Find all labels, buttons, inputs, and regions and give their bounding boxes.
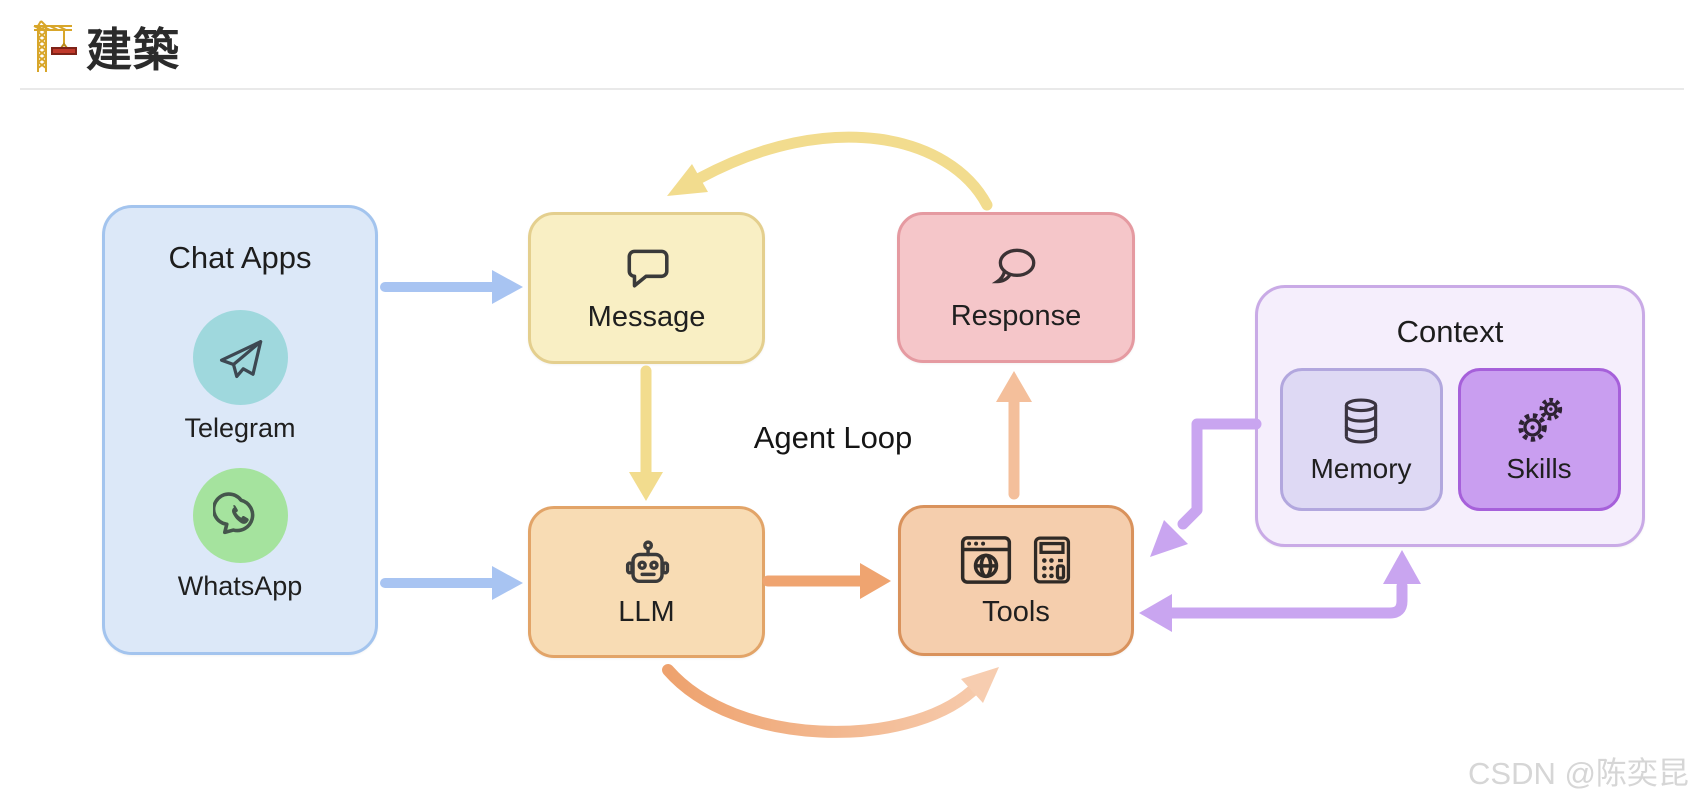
telegram-label: Telegram (184, 413, 296, 443)
skills-label: Skills (1506, 452, 1572, 484)
node-tools: Tools (898, 505, 1134, 656)
whatsapp-icon (213, 491, 255, 534)
tools-icons (957, 532, 1075, 588)
arrow-llm-to-tools (762, 563, 891, 599)
llm-label: LLM (618, 595, 675, 628)
tools-label: Tools (982, 596, 1050, 628)
arrow-chatapps-to-message (380, 270, 523, 304)
node-response: Response (897, 212, 1135, 363)
response-label: Response (950, 300, 1082, 332)
whatsapp-label: WhatsApp (177, 571, 303, 601)
response-bubble-icon (991, 248, 1036, 284)
agent-loop-label: Agent Loop (753, 420, 913, 455)
arrow-tools-context-loop (1139, 550, 1421, 632)
arrow-response-to-message (667, 131, 993, 211)
node-memory: Memory (1279, 368, 1443, 511)
robot-icon (625, 539, 669, 583)
gears-icon (1518, 397, 1563, 442)
node-context: Context Memory (1255, 285, 1645, 547)
arrow-context-to-tools (1150, 418, 1262, 557)
memory-label: Memory (1310, 452, 1412, 484)
message-bubble-icon (627, 249, 669, 287)
page-header: 建築 (28, 14, 180, 80)
node-chat-apps: Chat Apps Telegram WhatsApp (102, 205, 378, 655)
node-message: Message (528, 212, 765, 364)
telegram-badge (192, 310, 288, 405)
browser-globe-icon (960, 536, 1012, 584)
crane-icon (33, 20, 77, 72)
arrow-llm-to-tools-curve (662, 664, 999, 738)
whatsapp-badge (192, 468, 288, 563)
arrow-message-to-llm (629, 365, 663, 501)
chat-apps-title: Chat Apps (168, 240, 312, 275)
message-label: Message (587, 300, 706, 333)
watermark: CSDN @陈奕昆 (1468, 756, 1689, 791)
context-children: Memory Skills (1279, 368, 1621, 511)
calculator-icon (1033, 536, 1071, 584)
page-title: 建築 (86, 24, 180, 76)
node-llm: LLM (528, 506, 765, 658)
node-skills: Skills (1457, 368, 1621, 511)
arrow-tools-to-response (996, 371, 1032, 500)
context-title: Context (1396, 314, 1504, 349)
database-icon (1344, 398, 1378, 443)
telegram-icon (219, 339, 263, 378)
header-divider (20, 88, 1684, 90)
arrow-chatapps-to-llm (380, 566, 523, 600)
